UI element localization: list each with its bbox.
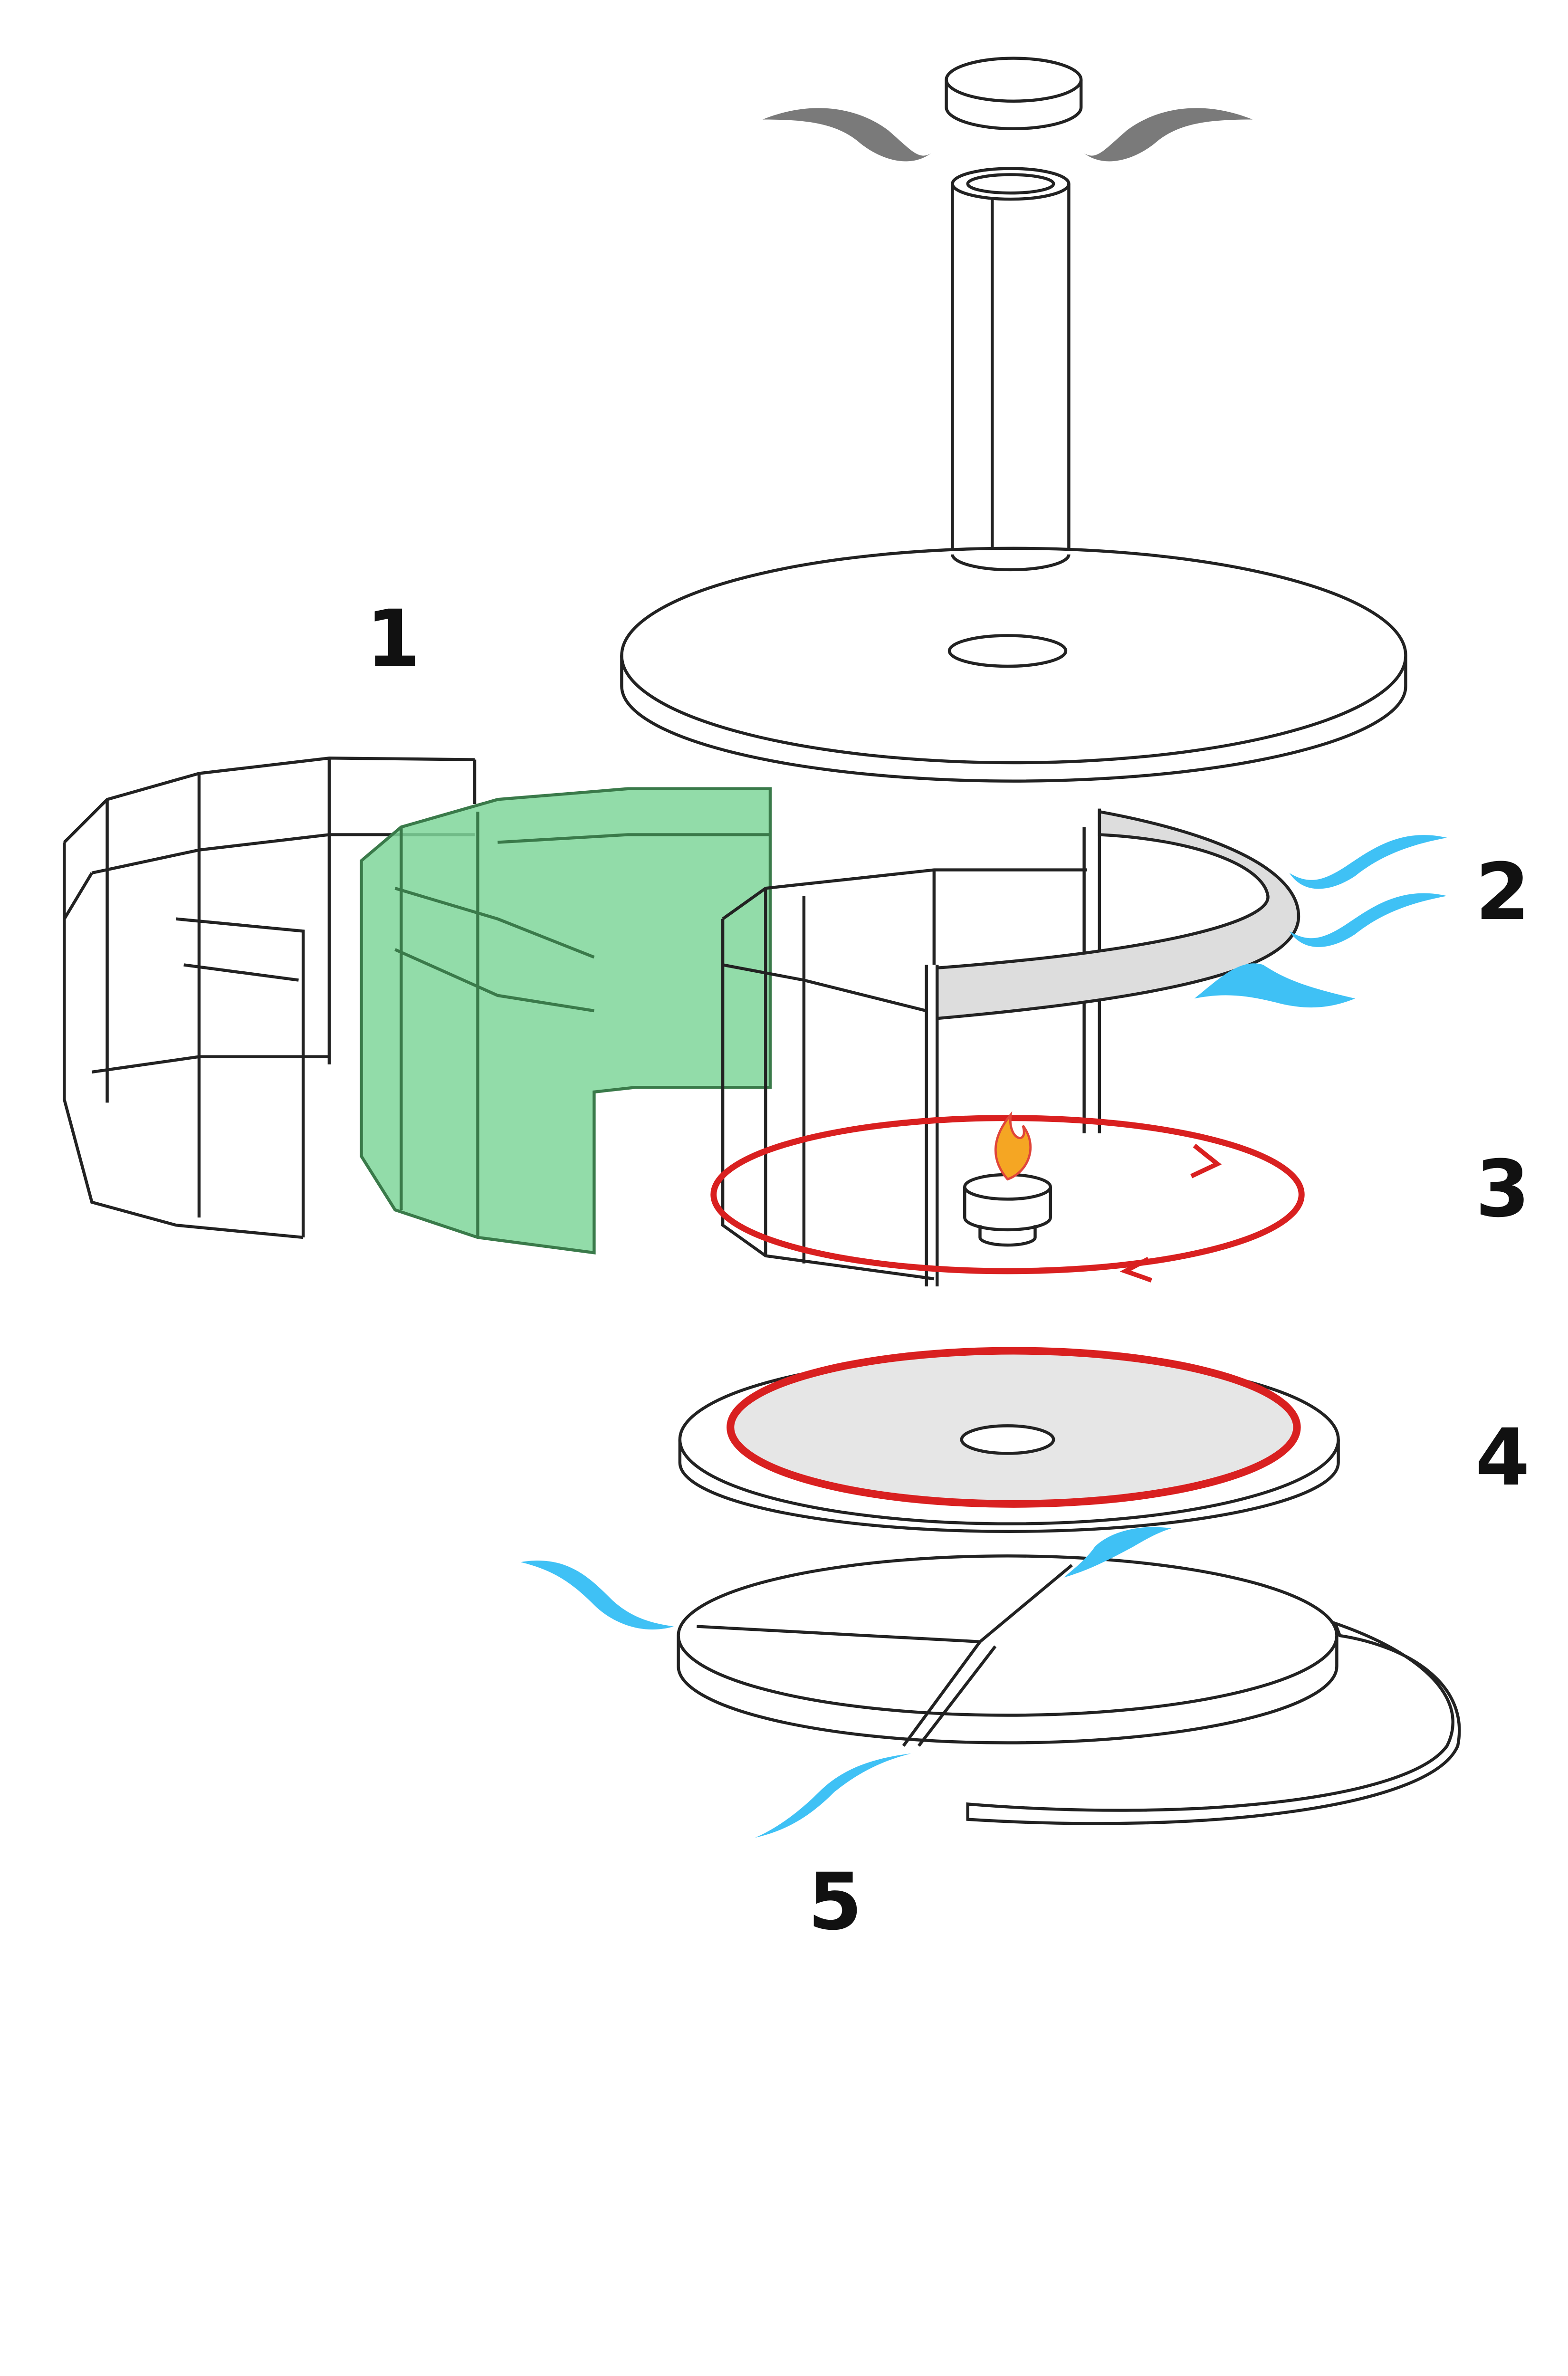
part-label-2: 2 xyxy=(1475,846,1530,938)
bottom-split-disc xyxy=(677,1554,1461,1825)
diagram-stage: 1 2 3 4 5 xyxy=(63,57,1530,1947)
chimney-tube xyxy=(951,167,1071,567)
chimney-cap xyxy=(945,57,1083,131)
flame-icon xyxy=(994,1111,1032,1181)
green-insulation-panel xyxy=(360,787,772,1255)
air-inflow-bottom-icons xyxy=(520,1527,1172,1838)
top-plate xyxy=(620,546,1407,783)
inner-frame-right xyxy=(721,808,1300,1287)
air-inflow-icons xyxy=(1194,835,1447,1008)
outer-frame-left xyxy=(63,757,477,1239)
mesh-band xyxy=(936,810,1300,1020)
burner xyxy=(963,1173,1052,1247)
part-label-3: 3 xyxy=(1475,1143,1530,1235)
smoke-right-icon xyxy=(1084,108,1253,162)
smoke-left-icon xyxy=(762,108,931,162)
part-label-1: 1 xyxy=(366,593,421,684)
base-plate xyxy=(678,1347,1340,1533)
part-label-5: 5 xyxy=(808,1856,862,1947)
exploded-assembly-diagram xyxy=(63,57,1461,1838)
part-label-4: 4 xyxy=(1475,1412,1530,1503)
